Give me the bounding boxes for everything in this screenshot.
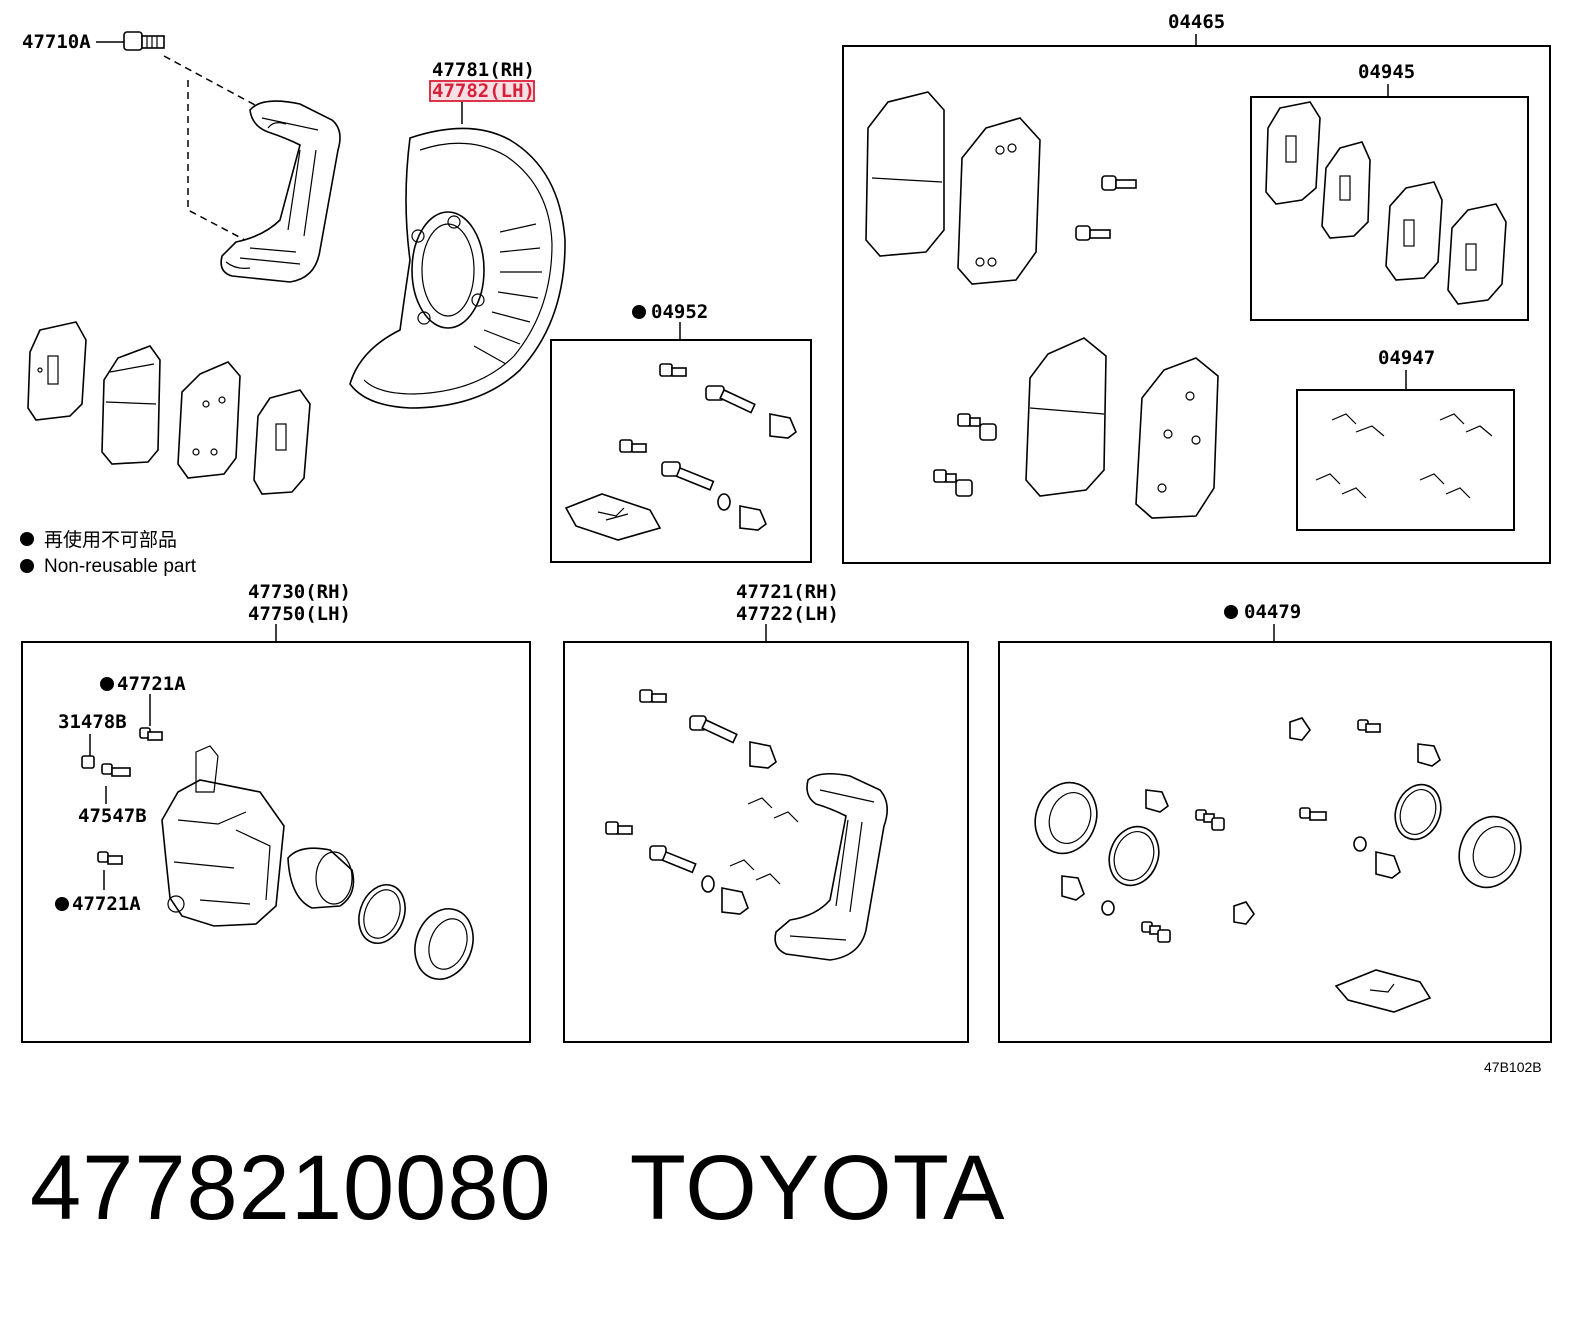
callout-47721A-top[interactable]: 47721A <box>117 673 186 695</box>
diagram-code: 47B102B <box>1484 1059 1542 1075</box>
callout-04952[interactable]: 04952 <box>651 301 708 323</box>
bullet-icon <box>55 897 69 911</box>
caliper-overhaul-kit-parts[interactable] <box>1025 717 1530 1013</box>
kit-04947-clips[interactable] <box>1315 413 1493 499</box>
callout-47750-lh[interactable]: 47750(LH) <box>248 603 351 625</box>
callout-04945[interactable]: 04945 <box>1358 61 1415 83</box>
brake-pad-left-1[interactable] <box>101 345 161 465</box>
kit-box-04952 <box>550 339 812 563</box>
bolt-47710A[interactable] <box>123 31 165 51</box>
kit-04465-bolts[interactable] <box>933 175 1137 497</box>
bullet-icon <box>632 305 646 319</box>
part-number: 4778210080 <box>30 1137 552 1239</box>
callout-04947[interactable]: 04947 <box>1378 347 1435 369</box>
callout-47781-rh[interactable]: 47781(RH) <box>432 59 535 81</box>
kit-box-47730 <box>21 641 531 1043</box>
brand-name: TOYOTA <box>629 1137 1006 1239</box>
callout-47722-lh[interactable]: 47722(LH) <box>736 603 839 625</box>
pad-shim-left-2[interactable] <box>253 389 311 495</box>
callout-47782-lh[interactable]: 47782(LH) <box>432 80 535 102</box>
mounting-kit-parts[interactable] <box>605 689 888 961</box>
bullet-icon <box>1224 605 1238 619</box>
legend-jp: 再使用不可部品 <box>44 529 177 551</box>
callout-47721A-bottom[interactable]: 47721A <box>72 893 141 915</box>
dust-cover[interactable] <box>349 127 566 409</box>
legend: 再使用不可部品 Non-reusable part <box>20 529 197 577</box>
caliper-piston[interactable] <box>287 847 355 909</box>
callout-47710A[interactable]: 47710A <box>22 31 91 53</box>
brake-pad-left-2[interactable] <box>177 361 241 479</box>
callout-47547B[interactable]: 47547B <box>78 805 147 827</box>
disc-brake-caliper[interactable] <box>161 745 285 927</box>
callout-47721-rh[interactable]: 47721(RH) <box>736 581 839 603</box>
caliper-bracket[interactable] <box>220 100 341 283</box>
piston-seal[interactable] <box>351 878 413 949</box>
legend-en: Non-reusable part <box>44 556 197 577</box>
callout-04479[interactable]: 04479 <box>1244 601 1301 623</box>
bullet-icon <box>20 532 34 546</box>
caliper-small-parts[interactable] <box>81 727 163 865</box>
callout-31478B[interactable]: 31478B <box>58 711 127 733</box>
bullet-icon <box>100 677 114 691</box>
bullet-icon <box>20 559 34 573</box>
kit-box-04947 <box>1296 389 1515 531</box>
title-gap <box>552 1137 630 1239</box>
kit-04465-pads[interactable] <box>865 91 1219 519</box>
highlight-box <box>429 80 535 102</box>
kit-box-04465 <box>842 45 1551 564</box>
callout-04465[interactable]: 04465 <box>1168 11 1225 33</box>
callout-47730-rh[interactable]: 47730(RH) <box>248 581 351 603</box>
pad-shim-left-1[interactable] <box>27 321 87 421</box>
kit-box-04479 <box>998 641 1552 1043</box>
kit-box-47721 <box>563 641 969 1043</box>
kit-04945-shims[interactable] <box>1265 101 1507 305</box>
part-title: 4778210080 TOYOTA <box>30 1138 1005 1238</box>
kit-04952-parts[interactable] <box>564 363 797 541</box>
kit-box-04945 <box>1250 96 1529 321</box>
cylinder-boot[interactable] <box>405 901 482 988</box>
